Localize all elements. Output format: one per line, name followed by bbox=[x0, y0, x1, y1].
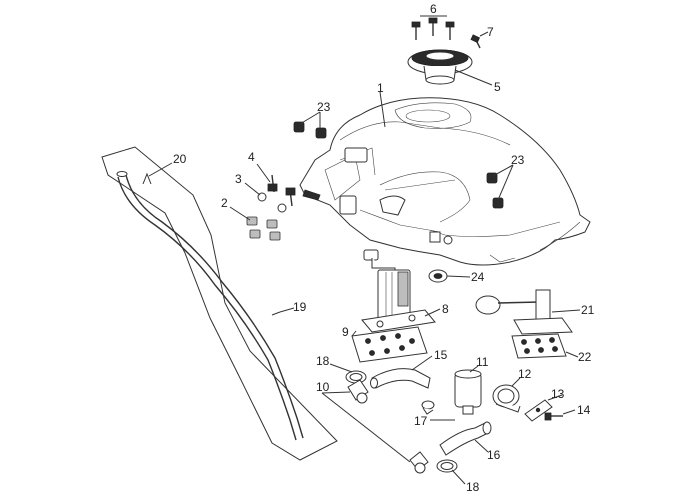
label-15: 15 bbox=[434, 348, 448, 362]
mounting-hardware bbox=[229, 163, 296, 241]
pump-gasket bbox=[351, 326, 428, 363]
fuel-level-sensor bbox=[475, 289, 581, 335]
label-23-left: 23 bbox=[317, 100, 331, 114]
label-3: 3 bbox=[235, 172, 242, 186]
label-5: 5 bbox=[494, 80, 501, 94]
label-18-lower: 18 bbox=[466, 480, 480, 494]
part-labels: 1 2 3 4 5 6 7 8 9 10 11 12 13 14 15 16 1… bbox=[173, 2, 595, 494]
label-1: 1 bbox=[377, 81, 384, 95]
label-12: 12 bbox=[518, 367, 532, 381]
label-14: 14 bbox=[577, 403, 591, 417]
label-2: 2 bbox=[221, 196, 228, 210]
fuel-tank bbox=[299, 91, 591, 266]
label-6: 6 bbox=[430, 2, 437, 16]
label-21: 21 bbox=[581, 303, 595, 317]
fuel-cap bbox=[407, 49, 493, 86]
fuel-hose-upper bbox=[370, 355, 433, 389]
label-20: 20 bbox=[173, 152, 187, 166]
label-17: 17 bbox=[414, 414, 428, 428]
breather-hose bbox=[101, 146, 338, 461]
label-11: 11 bbox=[476, 355, 489, 369]
quick-connectors bbox=[321, 379, 429, 474]
label-7: 7 bbox=[487, 25, 494, 39]
label-24: 24 bbox=[471, 270, 485, 284]
bracket-and-screw bbox=[524, 394, 576, 422]
fuel-filter bbox=[454, 365, 482, 415]
rubber-mounts-left bbox=[293, 111, 327, 139]
label-19: 19 bbox=[293, 300, 307, 314]
label-18-upper: 18 bbox=[316, 354, 330, 368]
fuel-hose-lower bbox=[439, 421, 492, 456]
label-9: 9 bbox=[342, 325, 349, 339]
grommet bbox=[428, 269, 471, 283]
cap-bolts bbox=[411, 15, 455, 40]
hose-clamp-lower bbox=[436, 459, 466, 485]
rubber-mounts-right bbox=[486, 164, 514, 209]
cap-screw bbox=[470, 31, 489, 49]
label-8: 8 bbox=[442, 302, 449, 316]
sensor-gasket bbox=[511, 333, 579, 359]
label-13: 13 bbox=[551, 387, 565, 401]
hose-clamp-small bbox=[421, 400, 455, 421]
label-16: 16 bbox=[487, 448, 501, 462]
label-22: 22 bbox=[578, 350, 592, 364]
filter-clamp bbox=[492, 377, 521, 413]
label-10: 10 bbox=[316, 380, 330, 394]
fuel-pump bbox=[361, 249, 441, 333]
label-4: 4 bbox=[248, 150, 255, 164]
label-23-right: 23 bbox=[511, 153, 525, 167]
